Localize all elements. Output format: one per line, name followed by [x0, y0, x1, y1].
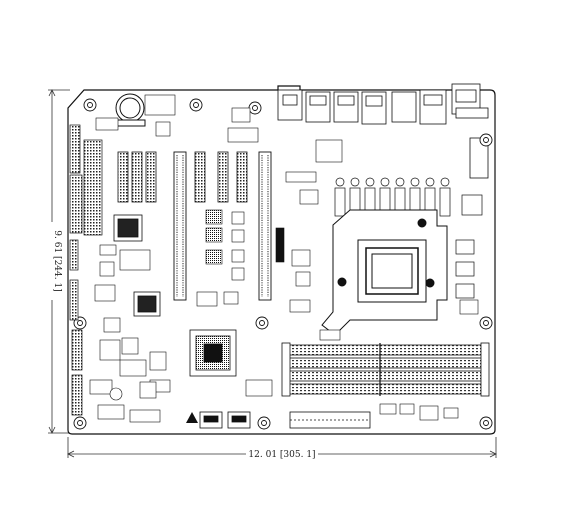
sata-ports [199, 411, 251, 429]
grid-chip-array [205, 209, 285, 281]
rear-io-connectors [277, 83, 489, 179]
atx-power-connector [289, 411, 371, 429]
mounting-holes [73, 98, 493, 430]
lan-chip [133, 291, 161, 317]
cpu-socket [321, 209, 448, 336]
chipset-pch [189, 329, 237, 377]
height-label: 9. 61 [244. 1] [52, 230, 62, 291]
cmos-battery [114, 93, 146, 127]
width-label: 12. 01 [305. 1] [248, 450, 315, 460]
left-headers [69, 124, 103, 416]
bottom-right-components [319, 299, 479, 421]
warning-triangle [186, 412, 198, 423]
super-io-chip [113, 214, 143, 242]
board-outline [67, 85, 496, 435]
left-components [89, 94, 176, 423]
dimm-slots [281, 342, 490, 397]
middle-components [139, 107, 343, 399]
pcie-x1-slots [117, 151, 248, 203]
vrm-capacitors [334, 177, 483, 299]
pcie-x16-slots [173, 151, 272, 301]
